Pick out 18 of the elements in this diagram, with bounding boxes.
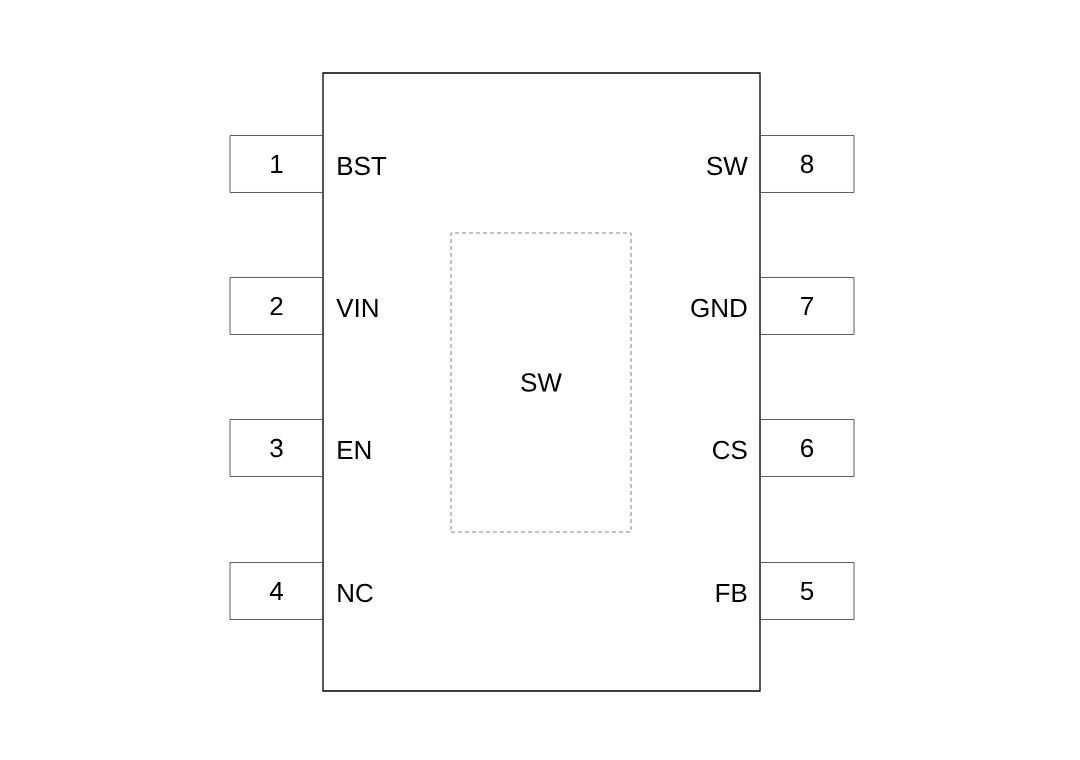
pin-label: EN — [338, 441, 371, 459]
pin-box: 8 — [759, 135, 855, 193]
pin-label: BST — [338, 156, 387, 176]
package-outline — [322, 72, 761, 692]
pin-label: FB — [716, 584, 747, 602]
pin-box: 6 — [759, 419, 855, 477]
pin-box: 1 — [229, 135, 324, 193]
pin-label: CS — [713, 440, 747, 460]
pin-label: VIN — [336, 299, 378, 317]
pin-box: 5 — [759, 562, 855, 620]
pin-box: 3 — [229, 419, 324, 477]
pin-label: NC — [338, 583, 373, 603]
pin-label: GND — [691, 298, 747, 318]
pin-label: SW — [707, 156, 748, 176]
pin-box: 2 — [229, 277, 324, 335]
pin-box: 4 — [229, 562, 324, 620]
pin-box: 7 — [759, 277, 855, 335]
exposed-pad: SW — [450, 232, 632, 533]
